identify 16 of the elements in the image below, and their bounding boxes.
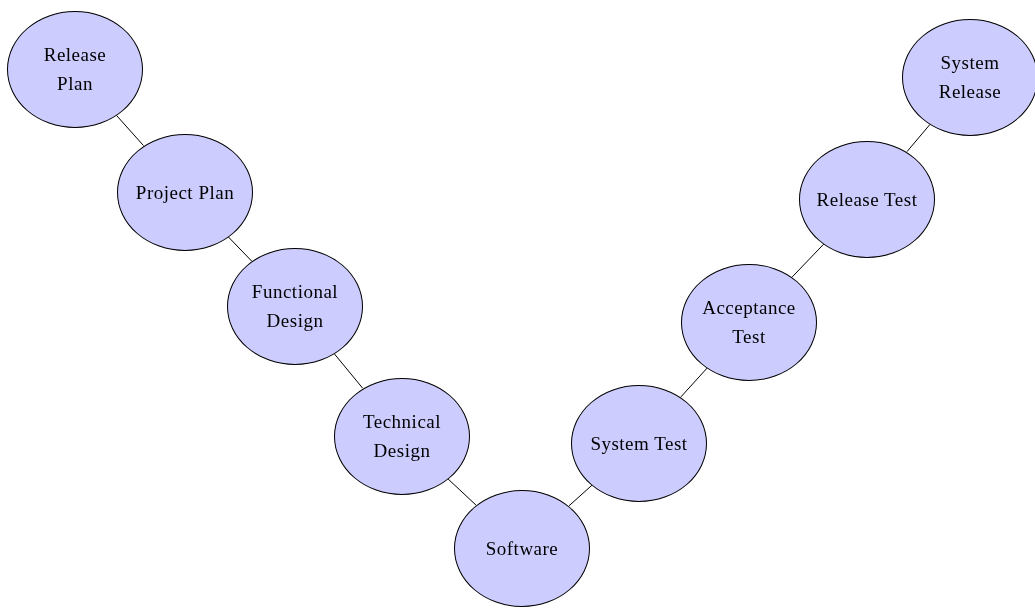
connector-line	[568, 484, 593, 507]
connector-line	[680, 367, 708, 398]
node-label: Software	[484, 536, 560, 561]
connector-line	[447, 478, 477, 506]
node-label: Functional Design	[250, 280, 340, 333]
node-label: Technical Design	[361, 410, 443, 463]
node-label: Release Plan	[42, 43, 108, 96]
connector-line	[333, 353, 364, 389]
connector-line	[906, 123, 931, 153]
connector-line	[227, 236, 253, 262]
node-label: Release Test	[816, 187, 918, 212]
node-label: System Release	[937, 51, 1003, 104]
node-label: System Test	[589, 431, 689, 456]
node-label: Acceptance Test	[701, 296, 797, 349]
connector-line	[791, 243, 825, 278]
node-label: Project Plan	[134, 180, 236, 205]
